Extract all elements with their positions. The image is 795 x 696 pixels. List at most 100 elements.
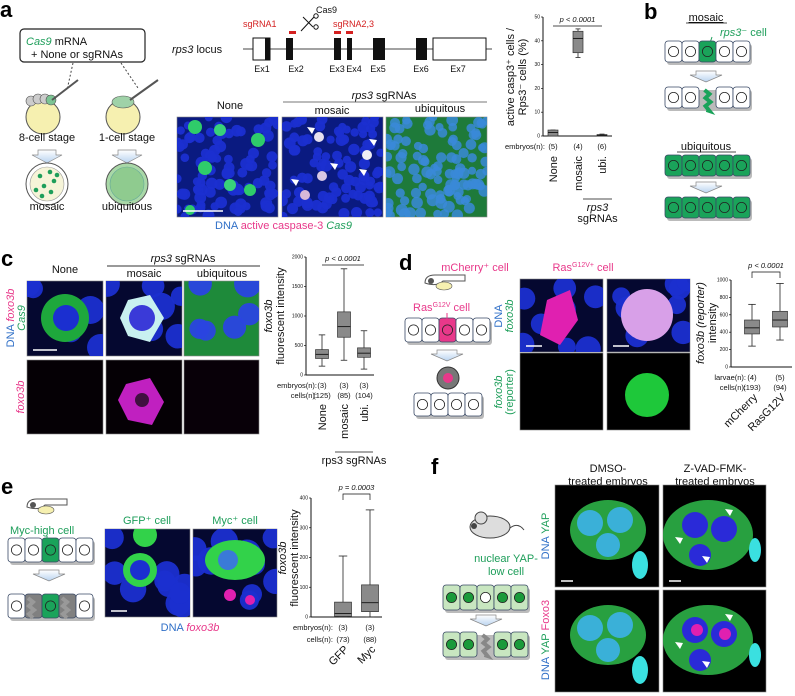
nucleus-icon	[685, 92, 697, 104]
box	[572, 30, 584, 54]
f-row2-label: DNA YAP Foxo3	[540, 600, 552, 680]
nucleus	[165, 323, 182, 349]
nucleus-icon	[27, 544, 39, 556]
nucleus	[412, 151, 422, 161]
micrograph-content	[282, 117, 383, 217]
dying-cell-icon	[60, 596, 72, 620]
nucleus	[583, 285, 603, 309]
nucleus	[332, 150, 343, 161]
box	[744, 319, 760, 335]
nucleus	[302, 134, 313, 145]
nucleus	[237, 167, 248, 178]
nucleus	[433, 175, 443, 185]
injection-box	[19, 28, 146, 63]
nucleus	[476, 118, 486, 128]
nucleus	[376, 148, 383, 157]
f-row-after	[442, 631, 530, 661]
nucleus	[312, 152, 322, 162]
y-axis-label: foxo3b (reporter)	[695, 282, 707, 364]
box	[772, 310, 788, 328]
nucleus	[195, 320, 216, 341]
n-value: (3)	[365, 623, 375, 632]
nucleus	[342, 125, 351, 134]
mosaic-cells-icon	[33, 169, 60, 199]
nucleus-icon	[719, 92, 731, 104]
nucleus	[341, 183, 352, 194]
n-value: (6)	[597, 142, 607, 151]
arrowhead-icon	[291, 179, 299, 186]
nucleus	[177, 126, 185, 135]
y-axis-label: intensity	[707, 302, 719, 343]
exon-2	[286, 38, 293, 60]
arrowhead-icon	[725, 614, 733, 621]
f-row-before	[442, 584, 530, 613]
nucleus	[467, 178, 479, 190]
nucleus-icon	[685, 159, 697, 171]
nucleus	[365, 181, 374, 190]
cell-signal	[749, 643, 761, 667]
nucleus	[386, 168, 392, 177]
arrowhead-icon	[369, 139, 377, 146]
nucleus-icon	[685, 201, 697, 213]
nucleus	[425, 168, 437, 180]
cell-signal	[711, 516, 737, 542]
nucleus-icon	[719, 201, 731, 213]
blastomeres-icon	[25, 93, 57, 107]
stage-1cell-label: 1-cell stage	[99, 132, 155, 144]
nucleus	[194, 132, 205, 144]
nucleus	[435, 197, 448, 209]
ras-cell-label: RasG12V cell	[413, 302, 470, 314]
nucleus	[344, 161, 357, 173]
nucleus	[451, 140, 462, 151]
nucleus	[386, 206, 393, 217]
n-value: (125)	[313, 391, 331, 400]
nucleus	[479, 142, 487, 154]
group-label: rps3	[587, 202, 609, 214]
nucleus	[234, 281, 259, 298]
nucleus-icon	[10, 600, 22, 612]
nucleus-icon	[496, 592, 508, 604]
panel-label-c: c	[1, 246, 13, 271]
nucleus	[411, 196, 423, 209]
zebrafish-larva-icon	[26, 498, 68, 515]
nucleus	[476, 181, 486, 191]
nucleus	[314, 120, 326, 132]
y-axis-label: fluorescent intensity	[275, 267, 287, 365]
nucleus	[105, 529, 124, 550]
nucleus	[318, 158, 327, 167]
p-value: p < 0.0001	[559, 15, 596, 24]
n-row-label: larvae(n):	[714, 373, 746, 382]
cell-signal	[185, 205, 195, 215]
f-column-dmso-line1: DMSO-	[590, 463, 627, 475]
nucleus	[671, 320, 690, 345]
nucleus-icon	[514, 639, 526, 651]
nucleus	[224, 154, 233, 164]
nucleus-icon	[462, 592, 474, 604]
down-arrow-icon	[31, 149, 63, 164]
nucleus	[364, 193, 374, 203]
cell-signal	[596, 533, 620, 557]
micrograph-c-mosaic-foxo3b	[105, 359, 183, 435]
d-row2-label-foxo3b: foxo3b	[493, 375, 505, 408]
nucleus-icon	[702, 201, 714, 213]
micrograph-c-none-foxo3b	[26, 359, 104, 435]
nucleus	[272, 119, 278, 130]
nucleus	[435, 123, 444, 132]
nucleus-icon	[407, 324, 419, 336]
nucleus-icon	[62, 544, 74, 556]
cell-signal	[607, 507, 633, 533]
n-value: (3)	[317, 381, 327, 390]
n-value: (85)	[337, 391, 351, 400]
dotted-connector	[120, 62, 139, 89]
nucleus	[410, 187, 422, 199]
nucleus	[337, 169, 348, 180]
category-label: GFP	[327, 644, 351, 668]
d-row1-label-dna: DNA	[493, 304, 505, 328]
nucleus	[415, 207, 427, 217]
nucleus	[169, 582, 190, 604]
n-row-label: cells(n):	[720, 383, 746, 392]
y-tick-label: 400	[300, 496, 309, 502]
y-tick-label: 1500	[292, 284, 303, 290]
nucleus	[268, 160, 277, 170]
